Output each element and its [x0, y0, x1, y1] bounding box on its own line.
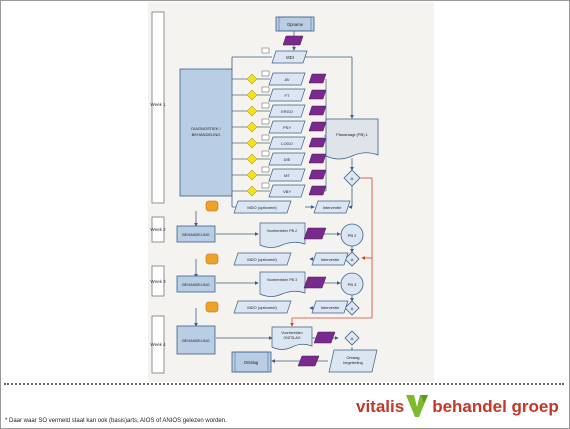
interventie-step: Interventie — [313, 200, 351, 214]
storage-icon — [205, 301, 219, 313]
voorbereiden-pb3: Voorbereiden PB 3 — [259, 271, 306, 297]
discipline-label: PSY — [283, 125, 291, 130]
end-node-ontslag: Ontslag — [231, 351, 272, 373]
logo-word-behandel-groep: behandel groep — [432, 397, 559, 416]
decision-node: A — [344, 330, 360, 346]
discipline-label: LOGO — [281, 141, 293, 146]
svg-text:Interventie: Interventie — [321, 305, 340, 310]
diagnostiek-label-line1: DIAGNOSTIEK / — [191, 126, 221, 131]
interventie-step: Interventie — [311, 300, 349, 314]
discipline-label: VBY — [283, 189, 291, 194]
storage-icon — [205, 200, 219, 212]
discipline-row: VBY — [232, 182, 327, 198]
discipline-row: LOGO — [232, 134, 327, 150]
behandeling-block: BEHANDELING — [176, 225, 216, 243]
svg-text:BEHANDELING: BEHANDELING — [182, 339, 209, 343]
svg-text:ONTSLAG: ONTSLAG — [283, 336, 300, 340]
week-bar-1: Week 1 — [150, 11, 166, 204]
storage-icon — [205, 253, 219, 265]
pb3-node: PB 3 — [340, 272, 364, 296]
mdi-label: MDI — [286, 55, 294, 60]
week-bar-2: Week 2 — [150, 216, 166, 243]
logo-word-vitalis: vitalis — [356, 397, 405, 416]
decision-node: A — [343, 169, 361, 187]
svg-text:Voorbereiden: Voorbereiden — [281, 331, 302, 335]
svg-text:A: A — [351, 257, 354, 262]
discipline-row: DIE — [232, 150, 327, 166]
decision-node: A — [344, 251, 360, 267]
logo-mark-icon — [406, 393, 429, 422]
discipline-label: DIE — [284, 157, 291, 162]
svg-text:A: A — [351, 336, 354, 341]
mdo-label: MDO (optioneel) — [247, 205, 277, 210]
svg-text:MDO (optioneel): MDO (optioneel) — [247, 305, 277, 310]
week-bar-3: Week 3 — [150, 265, 166, 297]
document-icon — [313, 331, 336, 344]
svg-text:BEHANDELING: BEHANDELING — [182, 233, 209, 237]
plan-label: Plandraagt (PB) 1 — [336, 132, 369, 137]
end-label: Ontslag — [244, 360, 259, 365]
diagnostiek-block: DIAGNOSTIEK / BEHANDELING — [179, 68, 233, 197]
voorbereiden-ontslag: Voorbereiden ONTSLAG — [271, 326, 313, 350]
discipline-label: FT — [285, 93, 290, 98]
plan-document-pb1: Plandraagt (PB) 1 — [325, 118, 379, 160]
svg-text:Voorbereiden PB 3: Voorbereiden PB 3 — [267, 278, 297, 282]
discipline-label: AV — [284, 77, 289, 82]
behandeling-block: BEHANDELING — [176, 275, 216, 293]
discipline-label: MT — [284, 173, 290, 178]
week-label-4: Week 4 — [150, 342, 166, 347]
voorbereiden-pb2: Voorbereiden PB 2 — [259, 222, 306, 248]
behandeling-block: BEHANDELING — [176, 325, 216, 355]
mdo-step: MDO (optioneel) — [233, 200, 292, 214]
start-label: Opname — [287, 22, 304, 27]
svg-text:PB 3: PB 3 — [348, 282, 357, 287]
interventie-step: Interventie — [311, 252, 349, 266]
svg-text:PB 2: PB 2 — [348, 233, 357, 238]
discipline-row: AV — [232, 70, 327, 86]
diagnostiek-label-line2: BEHANDELING — [192, 132, 221, 137]
discipline-row: FT — [232, 86, 327, 102]
discipline-row: MT — [232, 166, 327, 182]
mdi-step: MDI — [261, 47, 308, 64]
week-bar-4: Week 4 — [150, 315, 166, 374]
discipline-label: ERGO — [281, 109, 293, 114]
document-icon — [282, 35, 304, 46]
interventie-label: Interventie — [323, 205, 342, 210]
decision-node: A — [344, 300, 360, 316]
footer-divider — [4, 383, 564, 385]
svg-text:A: A — [351, 306, 354, 311]
svg-text:A: A — [351, 176, 354, 181]
week-label-2: Week 2 — [150, 227, 166, 232]
document-icon — [297, 355, 320, 367]
start-node-opname: Opname — [275, 16, 315, 32]
vitalis-logo: vitalis behandel groep — [356, 394, 559, 420]
pb2-node: PB 2 — [340, 223, 364, 247]
svg-text:Voorbereiden PB 2: Voorbereiden PB 2 — [267, 229, 297, 233]
discipline-row: ERGO — [232, 102, 327, 118]
discipline-row: PSY — [232, 118, 327, 134]
svg-text:BEHANDELING: BEHANDELING — [182, 283, 209, 287]
week-label-1: Week 1 — [150, 102, 166, 107]
mdo-step: MDO (optioneel) — [233, 300, 292, 314]
footnote: * Daar waar SO vermeld staat kan ook (ba… — [5, 418, 227, 424]
svg-text:Interventie: Interventie — [321, 257, 340, 262]
svg-text:MDO (optioneel): MDO (optioneel) — [247, 257, 277, 262]
document-icon — [303, 227, 327, 240]
document-icon — [303, 276, 327, 289]
svg-text:begeleiding: begeleiding — [343, 361, 362, 365]
svg-text:Ontslag: Ontslag — [346, 356, 359, 360]
ontslag-begeleiding: Ontslag begeleiding — [328, 349, 378, 373]
mdo-step: MDO (optioneel) — [233, 252, 292, 266]
week-label-3: Week 3 — [150, 279, 166, 284]
